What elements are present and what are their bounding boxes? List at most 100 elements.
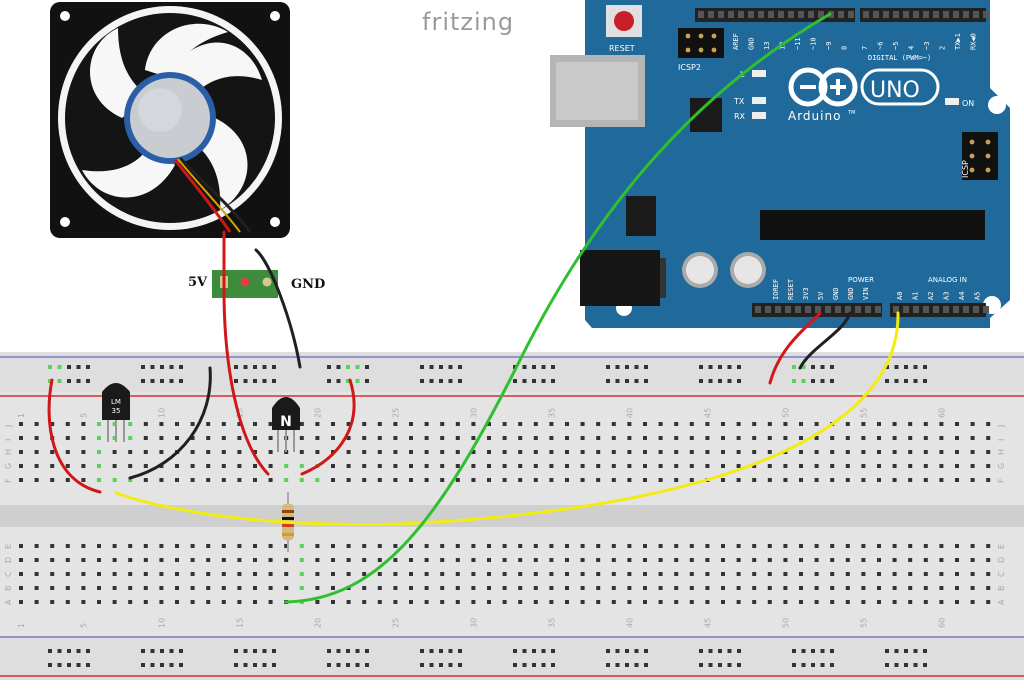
arduino-logo-text: Arduino	[788, 109, 841, 123]
row-letter: I	[4, 439, 13, 441]
column-number: 45	[703, 408, 712, 418]
icsp2-label: ICSP2	[678, 63, 701, 72]
column-number: 30	[469, 618, 478, 628]
row-letter: H	[997, 449, 1006, 455]
wire-green-pin4	[284, 12, 832, 604]
row-letter: E	[4, 544, 13, 549]
row-letter: H	[4, 449, 13, 455]
pin-label: 13	[763, 42, 771, 50]
row-letter: A	[4, 599, 13, 605]
column-number: 40	[625, 408, 634, 418]
column-number: 45	[703, 618, 712, 628]
pin-label: ~3	[923, 42, 931, 50]
wire-black-sensor	[128, 366, 212, 480]
wire-red-arduino-5v	[768, 311, 822, 385]
fritzing-watermark: fritzing	[422, 8, 514, 36]
pin-label: 4	[908, 46, 916, 50]
pin-label: RX◀0	[970, 33, 978, 50]
pin-label: AREF	[732, 33, 740, 50]
tm-mark: TM	[847, 110, 855, 116]
arduino-uno-board	[550, 0, 1010, 328]
pin-label: A5	[974, 292, 982, 300]
on-led-label: ON	[962, 99, 974, 108]
column-number: 20	[313, 618, 322, 628]
wire-red-transistor	[300, 378, 356, 476]
wire-black-fan-gnd	[254, 248, 302, 369]
pin-label: GND	[847, 287, 855, 300]
led-rx-label: RX	[734, 112, 746, 121]
wire-black-arduino-gnd	[798, 311, 852, 370]
row-letter: E	[997, 544, 1006, 549]
pin-label: GND	[748, 37, 756, 50]
fan-terminal-block	[212, 270, 278, 298]
arduino-header-holes	[698, 11, 989, 313]
column-number: 15	[235, 408, 244, 418]
pin-label: GND	[832, 287, 840, 300]
pin-label: A3	[943, 292, 951, 300]
column-number: 60	[937, 618, 946, 628]
wire-yellow-a0	[114, 311, 900, 526]
fan-gnd-label: GND	[291, 277, 325, 292]
row-letter: G	[4, 463, 13, 469]
row-letter: D	[4, 557, 13, 563]
row-letter: J	[4, 425, 13, 428]
column-number: 35	[547, 408, 556, 418]
pin-label: ~9	[825, 42, 833, 50]
column-number: 35	[547, 618, 556, 628]
column-number: 55	[859, 618, 868, 628]
row-letter: J	[997, 425, 1006, 428]
transistor-label: N	[280, 414, 292, 430]
row-letter: C	[997, 571, 1006, 577]
pin-label: ~11	[794, 37, 802, 50]
analog-header-label: ANALOG IN	[928, 276, 967, 284]
pin-label: 7	[861, 46, 869, 50]
column-number: 40	[625, 618, 634, 628]
row-letter: B	[4, 586, 13, 592]
column-number: 25	[391, 408, 400, 418]
power-header-label: POWER	[848, 276, 874, 284]
column-number: 30	[469, 408, 478, 418]
cooling-fan	[50, 2, 290, 238]
sensor-label-line2: 35	[112, 407, 121, 415]
pin-label: A1	[912, 292, 920, 300]
pin-label: RESET	[787, 278, 795, 300]
column-number: 1	[17, 413, 26, 418]
column-number: 5	[79, 623, 88, 628]
wire-red-sensor	[47, 378, 102, 494]
wires	[47, 12, 900, 604]
row-letter: B	[997, 586, 1006, 592]
pin-label: VIN	[862, 287, 870, 300]
column-number: 10	[157, 618, 166, 628]
pin-label: 2	[939, 46, 947, 50]
pin-label: 5V	[817, 291, 825, 300]
reset-label: RESET	[609, 44, 635, 53]
power-pin-labels: IOREF RESET 3V3 5V GND GND VIN	[772, 278, 870, 300]
led-tx-label: TX	[733, 97, 745, 106]
column-number: 1	[17, 623, 26, 628]
digital-header-label: DIGITAL (PWM=~)	[868, 54, 931, 62]
column-number: 5	[79, 413, 88, 418]
pin-label: ~10	[810, 37, 818, 50]
pin-label: A2	[927, 292, 935, 300]
lm35-temperature-sensor: LM 35	[102, 383, 130, 442]
pin-label: ~6	[877, 42, 885, 50]
column-number: 10	[157, 408, 166, 418]
npn-transistor: N	[272, 397, 300, 452]
pin-label: IOREF	[772, 279, 780, 300]
pin-label: 3V3	[802, 287, 810, 300]
row-letter: A	[997, 599, 1006, 605]
row-letter: I	[997, 439, 1006, 441]
column-number: 25	[391, 618, 400, 628]
pin-label: TX▶1	[954, 33, 962, 50]
pin-label: A0	[896, 292, 904, 300]
column-number: 55	[859, 408, 868, 418]
breadboard-holes	[19, 365, 991, 667]
row-letter: F	[997, 478, 1006, 483]
row-letter: D	[997, 557, 1006, 563]
